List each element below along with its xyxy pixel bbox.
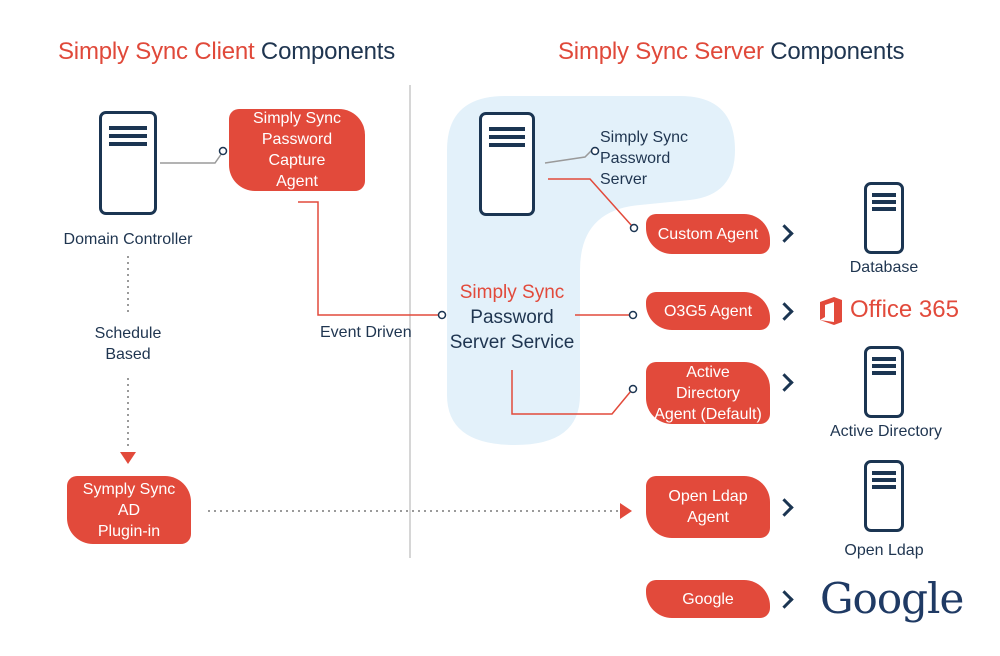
password-capture-agent[interactable]: Simply Sync Password Capture Agent — [229, 109, 365, 191]
client-components-heading: Simply Sync Client Components — [58, 38, 395, 66]
plugin-ldap-arrowhead — [620, 503, 632, 519]
office-365-text: Office 365 — [850, 296, 959, 323]
password-server-icon — [479, 112, 535, 216]
open-ldap-agent-label: Open Ldap Agent — [668, 488, 748, 526]
domain-controller-label: Domain Controller — [63, 231, 193, 248]
event-driven-connector — [298, 201, 440, 316]
client-heading-rest: Components — [254, 38, 396, 65]
office-365-logo: Office 365 — [818, 296, 960, 326]
schedule-arrowhead — [120, 452, 136, 464]
server-service-accent: Simply Sync — [459, 282, 565, 303]
dc-agent-connector — [160, 152, 223, 164]
office-icon — [820, 297, 842, 325]
server-label-connector — [544, 149, 593, 164]
active-directory-server-icon — [864, 346, 904, 418]
password-capture-agent-label: Simply Sync Password Capture Agent — [252, 110, 342, 190]
google-agent[interactable]: Google — [646, 580, 770, 618]
database-server-icon — [864, 182, 904, 254]
client-heading-accent: Simply Sync Client — [58, 38, 255, 65]
database-label: Database — [849, 259, 919, 276]
schedule-based-label: Schedule Based — [94, 325, 162, 363]
custom-agent-label: Custom Agent — [657, 225, 759, 243]
ad-plugin-label: Symply Sync AD Plugin-in — [82, 480, 176, 540]
google-logo: Google — [820, 574, 964, 623]
server-service-label: Simply Sync Password Server Service — [448, 280, 576, 355]
active-directory-agent[interactable]: Active Directory Agent (Default) — [646, 362, 770, 424]
custom-agent-connector — [548, 178, 633, 227]
custom-agent[interactable]: Custom Agent — [646, 214, 770, 254]
open-ldap-server-icon — [864, 460, 904, 532]
password-server-label: Simply Sync Password Server — [600, 129, 689, 188]
open-ldap-label: Open Ldap — [844, 542, 924, 559]
server-service-rest: Password Server Service — [449, 307, 575, 353]
event-driven-label: Event Driven — [320, 324, 412, 341]
ad-agent-connector — [511, 370, 632, 415]
google-agent-label: Google — [682, 590, 734, 608]
server-heading-accent: Simply Sync Server — [558, 38, 764, 65]
domain-controller-server-icon — [99, 111, 157, 215]
active-directory-label: Active Directory — [829, 423, 943, 440]
open-ldap-agent[interactable]: Open Ldap Agent — [646, 476, 770, 538]
o365-agent-label: O3G5 Agent — [663, 302, 753, 320]
active-directory-agent-label: Active Directory Agent (Default) — [654, 363, 762, 423]
server-components-heading: Simply Sync Server Components — [558, 38, 905, 66]
o365-agent[interactable]: O3G5 Agent — [646, 292, 770, 330]
ad-plugin[interactable]: Symply Sync AD Plugin-in — [67, 476, 191, 544]
server-heading-rest: Components — [763, 38, 905, 65]
